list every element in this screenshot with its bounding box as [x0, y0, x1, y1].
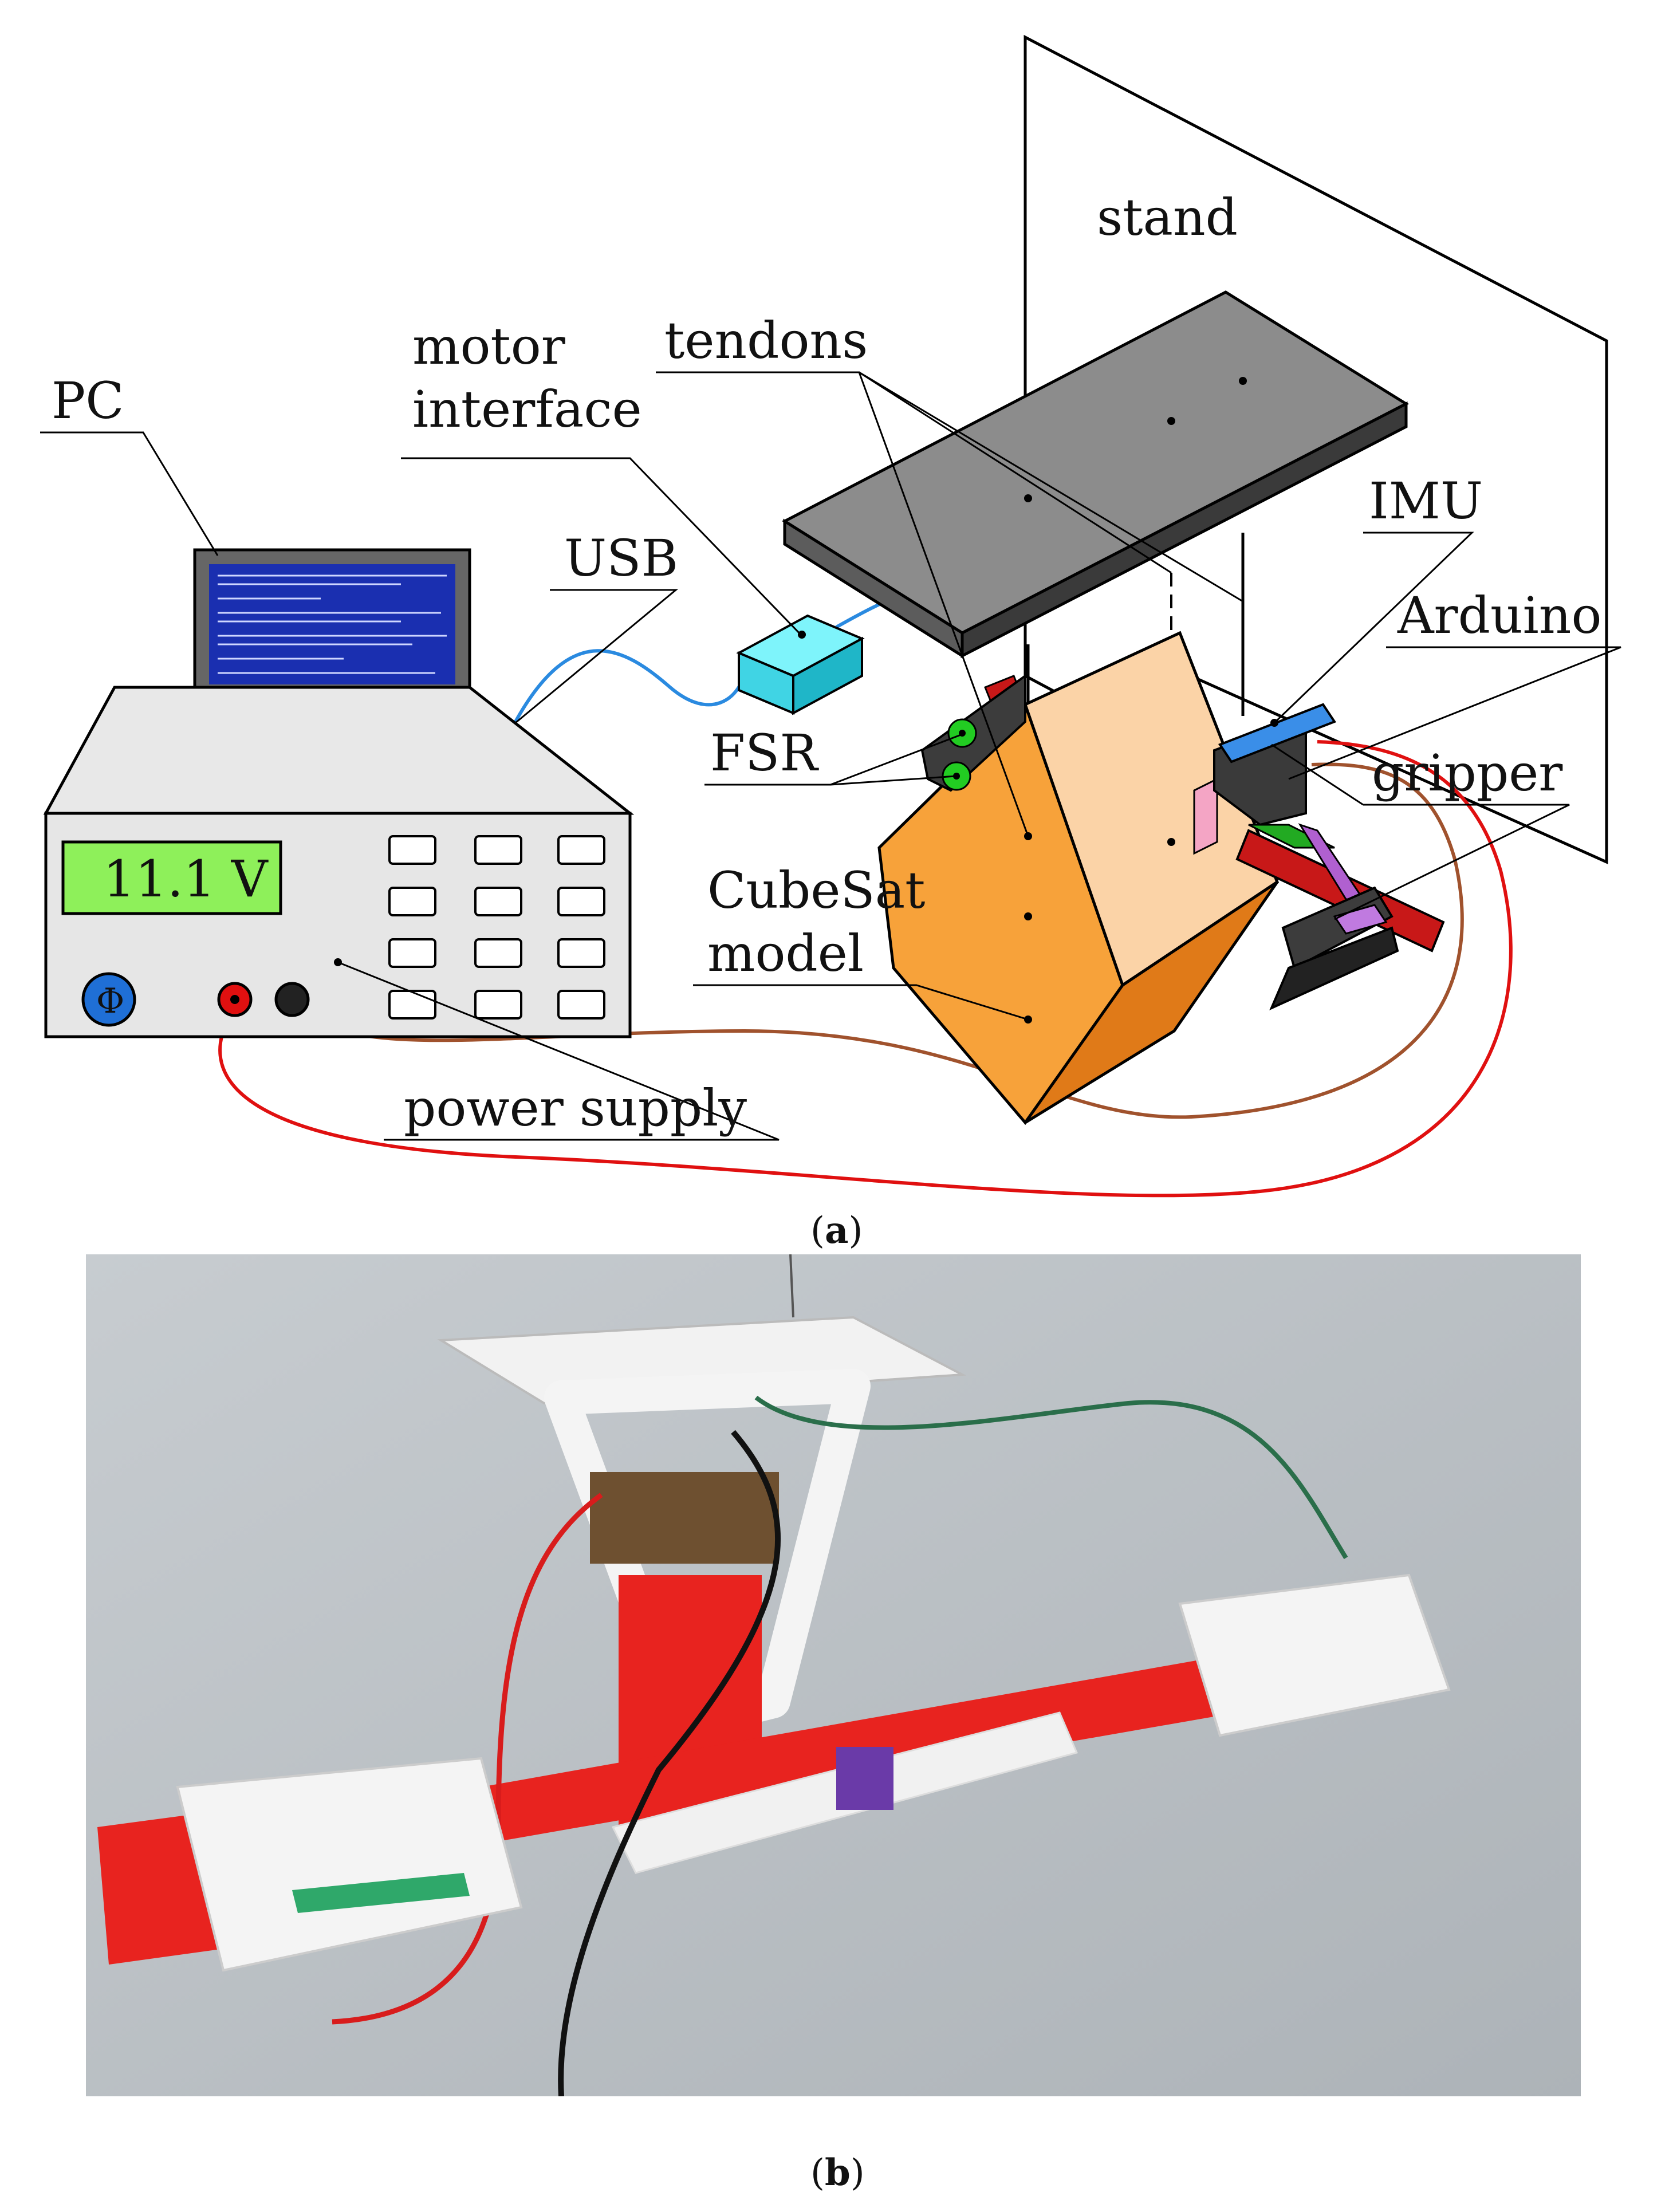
- imu-board: [836, 1747, 893, 1810]
- twisted-wire: [754, 1395, 1348, 1560]
- leader-motor-interface: [401, 457, 803, 637]
- leader-power-supply: [337, 961, 780, 1141]
- leader-usb: [515, 589, 679, 724]
- suspension-thread: [789, 1254, 794, 1318]
- motor-interface-side: [792, 636, 863, 715]
- power-button-symbol: Φ: [96, 981, 124, 1021]
- leader-lines: [40, 371, 1621, 1141]
- cubesat-point-2: [1024, 912, 1032, 920]
- label-arduino: Arduino: [1397, 586, 1601, 645]
- leader-cubesat: [693, 984, 1029, 1021]
- right-finger: [1178, 1573, 1451, 1737]
- imu-block: [1218, 703, 1337, 763]
- prototype-photo: [86, 1254, 1581, 2096]
- cubesat-bottom: [1024, 880, 1279, 1124]
- label-gripper: gripper: [1372, 743, 1563, 802]
- label-cubesat-line2: model: [707, 924, 864, 983]
- label-tendons: tendons: [664, 311, 868, 370]
- ps-button[interactable]: [388, 938, 436, 968]
- label-motor-line1: motor: [412, 317, 566, 376]
- leader-gripper-1: [1334, 804, 1570, 920]
- leader-arduino: [1288, 646, 1621, 780]
- pink-sensor: [1193, 777, 1218, 855]
- left-finger: [176, 1757, 523, 1972]
- plate-point-2: [1167, 417, 1175, 425]
- label-pc: PC: [52, 371, 124, 430]
- power-supply-display: [61, 840, 282, 915]
- ps-button[interactable]: [388, 990, 436, 1020]
- power-button[interactable]: [81, 972, 136, 1027]
- gripper-right-fin: [1269, 926, 1399, 1010]
- gripper-purple-sensor: [1333, 904, 1388, 935]
- top-plate-side: [961, 401, 1408, 659]
- label-stand: stand: [1097, 188, 1238, 247]
- leader-gripper-2: [1271, 743, 1364, 806]
- ps-button[interactable]: [557, 887, 605, 916]
- red-wire: [218, 740, 1513, 1198]
- schematic-diagram: 11.1 V Φ stand motor interf: [40, 34, 1621, 1252]
- ps-button[interactable]: [474, 887, 522, 916]
- bsod-text-lines: [218, 574, 447, 674]
- ps-button[interactable]: [474, 990, 522, 1020]
- plate-point-3: [1024, 494, 1032, 502]
- red-terminal-hole: [230, 995, 239, 1004]
- laptop-screen: [209, 564, 455, 684]
- label-cubesat-line1: CubeSat: [707, 861, 926, 920]
- label-motor-line2: interface: [412, 380, 642, 439]
- caption-a: (a): [810, 1209, 863, 1252]
- fsr-strip: [292, 1873, 470, 1913]
- leader-tendon-3: [859, 371, 1243, 603]
- label-fsr: FSR: [710, 723, 819, 782]
- usb-cable: [514, 649, 746, 723]
- ps-button[interactable]: [388, 887, 436, 916]
- ps-button[interactable]: [474, 835, 522, 865]
- power-supply-top: [43, 686, 635, 815]
- leader-imu: [1273, 532, 1474, 724]
- power-supply-buttons: [388, 835, 605, 1020]
- label-imu: IMU: [1369, 471, 1483, 530]
- black-terminal: [274, 982, 310, 1017]
- plate-point-1: [1239, 377, 1247, 385]
- power-supply-display-value: 11.1 V: [103, 849, 269, 908]
- cubesat-point-4: [1167, 838, 1175, 846]
- ps-button[interactable]: [557, 835, 605, 865]
- brown-wire: [290, 762, 1464, 1119]
- ps-button[interactable]: [557, 938, 605, 968]
- leader-fsr-2: [830, 775, 957, 786]
- label-usb: USB: [564, 529, 678, 588]
- caption-b: (b): [810, 2151, 865, 2194]
- ps-button[interactable]: [557, 990, 605, 1020]
- black-wire: [558, 1430, 781, 2096]
- leader-tendon-2: [859, 371, 1172, 574]
- ps-button[interactable]: [474, 938, 522, 968]
- leader-pc: [40, 431, 219, 556]
- prototype-photo-drawing: [86, 1254, 1581, 2096]
- ps-button[interactable]: [388, 835, 436, 865]
- arduino-board-photo: [590, 1472, 779, 1564]
- label-power-supply: power supply: [404, 1079, 747, 1138]
